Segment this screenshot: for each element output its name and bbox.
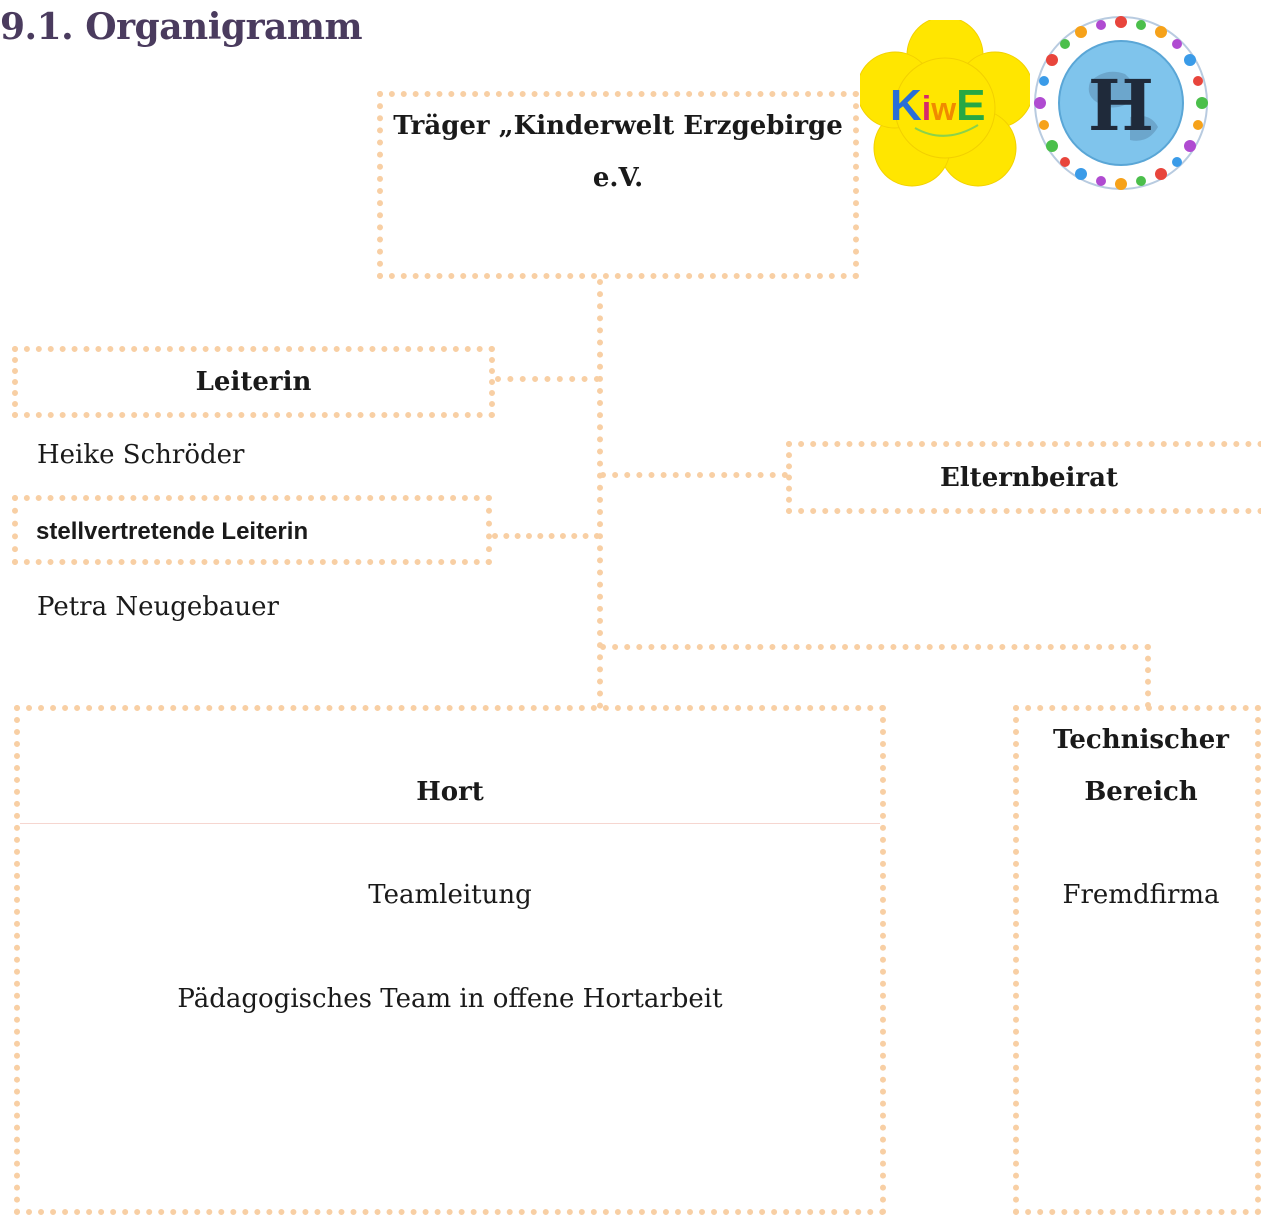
hort-title: Hort [416, 777, 484, 807]
leiterin-name: Heike Schröder [37, 440, 245, 470]
elternbeirat-connector-line [600, 472, 788, 478]
kiwe-flower-logo: KiwE [860, 20, 1030, 187]
section-number: 9.1. [0, 6, 74, 48]
stellvertretende-connector-line [492, 533, 600, 539]
elternbeirat-title: Elternbeirat [939, 463, 1118, 493]
traeger-title-line1: Träger „Kinderwelt Erzgebirge [393, 111, 843, 141]
hort-box [14, 705, 886, 1215]
technik-title-line1: Technischer [1052, 725, 1230, 755]
technik-box [1013, 705, 1261, 1215]
leiterin-box [12, 346, 495, 418]
globe-children-logo: H [1034, 16, 1208, 190]
technik-content: Fremdfirma [1062, 880, 1220, 910]
technik-connector-horizontal [600, 644, 1151, 650]
main-connector-line [597, 279, 603, 709]
hort-teamleitung: Teamleitung [368, 880, 532, 910]
leiterin-title: Leiterin [195, 367, 312, 397]
stellvertretende-name: Petra Neugebauer [37, 592, 279, 622]
leiterin-connector-line [495, 376, 600, 382]
svg-text:H: H [1088, 64, 1154, 147]
hort-divider [20, 823, 880, 824]
traeger-box [377, 91, 859, 279]
hort-team-text: Pädagogisches Team in offene Hortarbeit [177, 984, 723, 1014]
svg-text:KiwE: KiwE [890, 81, 985, 130]
elternbeirat-box [786, 441, 1261, 514]
section-title: Organigramm [85, 6, 363, 48]
traeger-title-line2: e.V. [592, 163, 644, 193]
stellvertretende-title: stellvertretende Leiterin [36, 518, 309, 545]
technik-connector-vertical [1145, 644, 1151, 708]
stellvertretende-box [12, 495, 492, 565]
technik-title-line2: Bereich [1084, 777, 1198, 807]
page-title: 9.1. Organigramm [0, 6, 363, 48]
